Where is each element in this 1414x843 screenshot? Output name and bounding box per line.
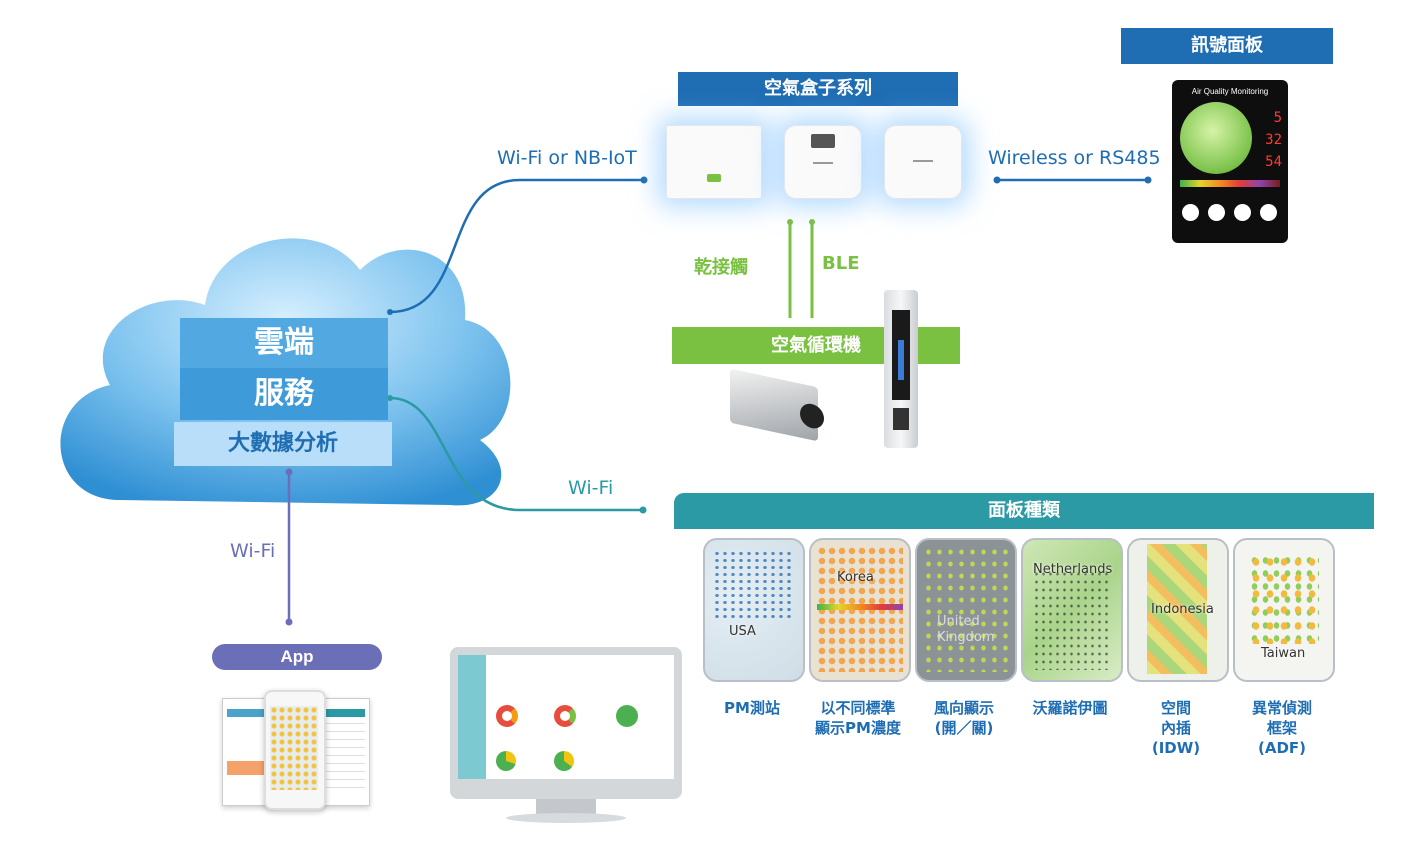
cloud-service-block: 雲端	[180, 318, 388, 368]
air-box-device-icon	[666, 125, 762, 199]
signal-panel-title: 訊號面板	[1121, 28, 1333, 64]
map-label-3: United Kingdom	[937, 614, 995, 645]
caption-1: PM測站	[697, 698, 807, 718]
link-label-wireless-rs485: Wireless or RS485	[988, 147, 1161, 169]
map-label-1: USA	[729, 624, 756, 639]
panel-thumb-pm-levels[interactable]: Korea	[809, 538, 911, 682]
panel-thumb-idw[interactable]: Indonesia	[1127, 538, 1229, 682]
caption-4: 沃羅諾伊圖	[1015, 698, 1125, 718]
monitor-stand	[536, 799, 596, 815]
panel-thumb-wind-direction[interactable]: United Kingdom	[915, 538, 1017, 682]
panel-types-title-text: 面板種類	[988, 500, 1060, 521]
caption-5: 空間 內插 (IDW)	[1121, 698, 1231, 758]
map-label-6: Taiwan	[1261, 646, 1306, 661]
big-data-block: 大數據分析	[174, 422, 392, 466]
caption-5-line1: 空間	[1160, 699, 1191, 717]
wall-controller-icon	[884, 290, 918, 448]
signal-panel-icon: Air Quality Monitoring 5 32 54	[1172, 80, 1288, 243]
signal-panel-title-text: 訊號面板	[1191, 35, 1263, 56]
reading-3: 54	[1265, 154, 1282, 170]
caption-3: 風向顯示 (開／關)	[909, 698, 1019, 738]
caption-2: 以不同標準 顯示PM濃度	[803, 698, 913, 738]
caption-2-line1: 以不同標準	[820, 699, 896, 717]
map-label-5: Indonesia	[1151, 602, 1214, 617]
caption-4-line1: 沃羅諾伊圖	[1032, 699, 1108, 717]
caption-6-line1: 異常偵測	[1251, 699, 1312, 717]
app-label-pill: App	[212, 644, 382, 670]
air-box-device-icon	[884, 125, 962, 199]
link-label-wifi-panel: Wi-Fi	[568, 477, 614, 499]
smartphone-icon	[318, 698, 370, 806]
air-box-title-text: 空氣盒子系列	[764, 78, 872, 99]
map-label-2: Korea	[837, 570, 874, 585]
air-box-device-icon	[784, 125, 862, 199]
air-box-title: 空氣盒子系列	[678, 72, 958, 106]
panel-types-title: 面板種類	[674, 493, 1374, 529]
caption-1-line1: PM測站	[724, 699, 780, 717]
air-quality-indicator-icon	[1180, 102, 1252, 174]
cloud-line3: 大數據分析	[227, 431, 338, 456]
cloud-service-block-2: 服務	[180, 368, 388, 420]
caption-5-line2: 內插	[1160, 719, 1191, 737]
panel-thumb-pm-stations[interactable]: USA	[703, 538, 805, 682]
caption-6-line2: 框架	[1266, 719, 1297, 737]
link-label-wifi-nbiot: Wi-Fi or NB-IoT	[497, 147, 637, 169]
caption-5-line3: (IDW)	[1151, 739, 1201, 757]
caption-3-line2: (開／關)	[934, 719, 994, 737]
air-circulator-title-text: 空氣循環機	[771, 335, 861, 356]
activity-icons	[1182, 204, 1282, 224]
cloud-line1: 雲端	[254, 325, 314, 360]
panel-thumb-voronoi[interactable]: Netherlands	[1021, 538, 1123, 682]
panel-thumb-adf[interactable]: Taiwan	[1233, 538, 1335, 682]
reading-2: 32	[1265, 132, 1282, 148]
smartphone-icon	[264, 690, 326, 810]
signal-panel-screen-title: Air Quality Monitoring	[1191, 87, 1269, 96]
caption-6-line3: (ADF)	[1257, 739, 1307, 757]
aqi-scale-bar	[1180, 180, 1280, 187]
link-label-ble: BLE	[822, 253, 860, 274]
cloud-line2: 服務	[254, 376, 314, 411]
map-label-4: Netherlands	[1033, 562, 1113, 577]
reading-1: 5	[1273, 110, 1282, 126]
caption-6: 異常偵測 框架 (ADF)	[1227, 698, 1337, 758]
monitor-base	[506, 813, 626, 823]
link-label-wifi-app: Wi-Fi	[230, 540, 276, 562]
app-label-text: App	[280, 647, 314, 666]
desktop-monitor-icon	[450, 647, 682, 799]
caption-3-line1: 風向顯示	[933, 699, 994, 717]
caption-2-line2: 顯示PM濃度	[815, 719, 901, 737]
link-label-dry-contact: 乾接觸	[694, 257, 748, 278]
monitor-screen	[458, 655, 674, 779]
